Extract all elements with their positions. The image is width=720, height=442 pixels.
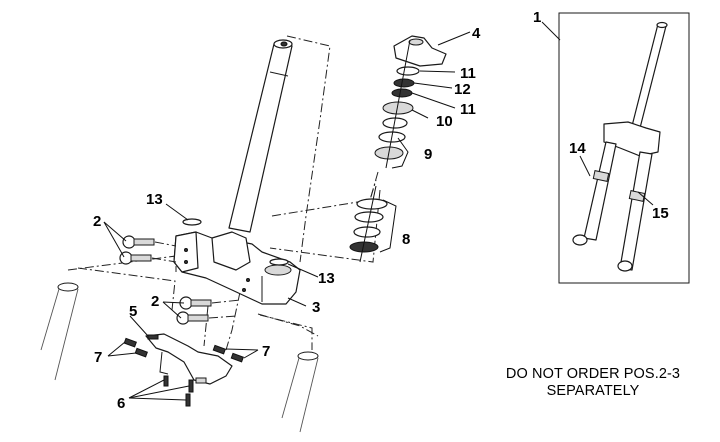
callout-4: 4: [472, 25, 481, 42]
callout-2-lower: 2: [151, 293, 159, 310]
callout-3: 3: [312, 299, 320, 316]
callout-9: 9: [424, 146, 432, 163]
leader-lines: [103, 21, 654, 401]
callout-2-upper: 2: [93, 213, 101, 230]
callout-11-lower: 11: [460, 101, 476, 118]
upper-cap: [393, 35, 447, 67]
callout-11-upper: 11: [460, 65, 476, 82]
fork-assembly-frame: [558, 12, 690, 284]
ordering-note: DO NOT ORDER POS.2-3 SEPARATELY: [468, 366, 718, 400]
bracket: [145, 333, 233, 385]
callout-8: 8: [402, 231, 410, 248]
callout-5: 5: [129, 303, 137, 320]
lower-yoke: [173, 231, 301, 305]
lock-nut: [393, 78, 415, 88]
callout-7-right: 7: [262, 343, 270, 360]
callout-12: 12: [454, 81, 471, 98]
callout-14: 14: [569, 140, 586, 157]
ordering-note-line-1: DO NOT ORDER POS.2-3: [505, 366, 681, 382]
callout-13-upper: 13: [146, 191, 163, 208]
o-ring-upper: [182, 218, 202, 226]
steering-stem-tube: [228, 39, 293, 233]
screws: [163, 375, 194, 407]
fork-assembly: [572, 21, 668, 272]
callout-15: 15: [652, 205, 669, 222]
washer-upper: [396, 66, 420, 76]
ordering-note-line-2: SEPARATELY: [546, 383, 640, 399]
callout-10: 10: [436, 113, 453, 130]
clip-nuts: [123, 337, 244, 363]
washer-lower: [391, 88, 413, 98]
bolt-lower-1: [179, 296, 212, 310]
callout-1: 1: [533, 9, 541, 26]
bolt-upper-left-2: [119, 251, 152, 265]
fork-tube-left-ghost: [40, 282, 79, 381]
fork-tube-right-ghost: [281, 351, 319, 433]
bolt-lower-2: [176, 311, 209, 325]
callout-7-left: 7: [94, 349, 102, 366]
callout-6: 6: [117, 395, 125, 412]
callout-13-lower: 13: [318, 270, 335, 287]
bolt-upper-left-1: [122, 235, 155, 249]
o-ring-lower: [269, 258, 289, 266]
assembly-guide-lines: [67, 35, 381, 351]
